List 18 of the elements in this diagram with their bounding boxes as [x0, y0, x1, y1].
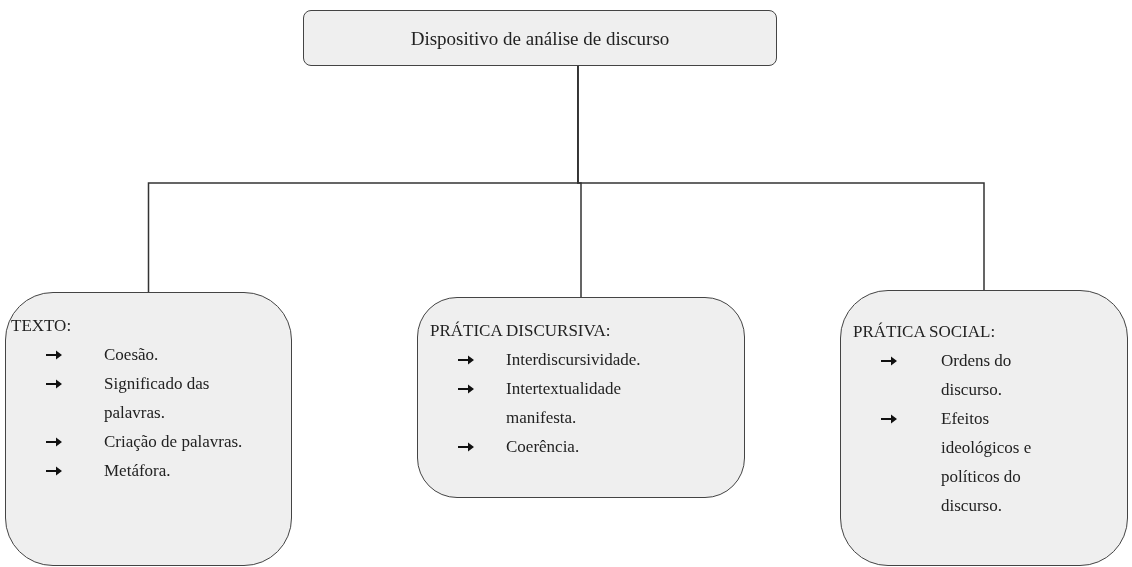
category-box	[417, 297, 745, 498]
list-item: Ordens do discurso.	[941, 350, 1013, 401]
list-item: Criação de palavras.	[104, 431, 244, 453]
category-heading: PRÁTICA SOCIAL:	[853, 321, 996, 343]
category-heading: PRÁTICA DISCURSIVA:	[430, 320, 611, 342]
node-label: Dispositivo de análise de discurso	[410, 26, 670, 51]
connector-line	[577, 65, 985, 291]
title-box	[303, 10, 777, 66]
category-heading: TEXTO:	[11, 315, 72, 337]
list-item: Intertextualidade manifesta.	[506, 378, 623, 429]
category-box	[840, 290, 1128, 566]
list-item: Coesão.	[104, 344, 160, 366]
list-item: Interdiscursividade.	[506, 349, 642, 371]
category-box	[5, 292, 292, 566]
list-item: Coerência.	[506, 436, 581, 458]
list-item: Efeitos ideológicos e políticos do discurso.	[941, 408, 1033, 517]
list-item: Significado das palavras.	[104, 373, 211, 424]
list-item: Metáfora.	[104, 460, 172, 482]
